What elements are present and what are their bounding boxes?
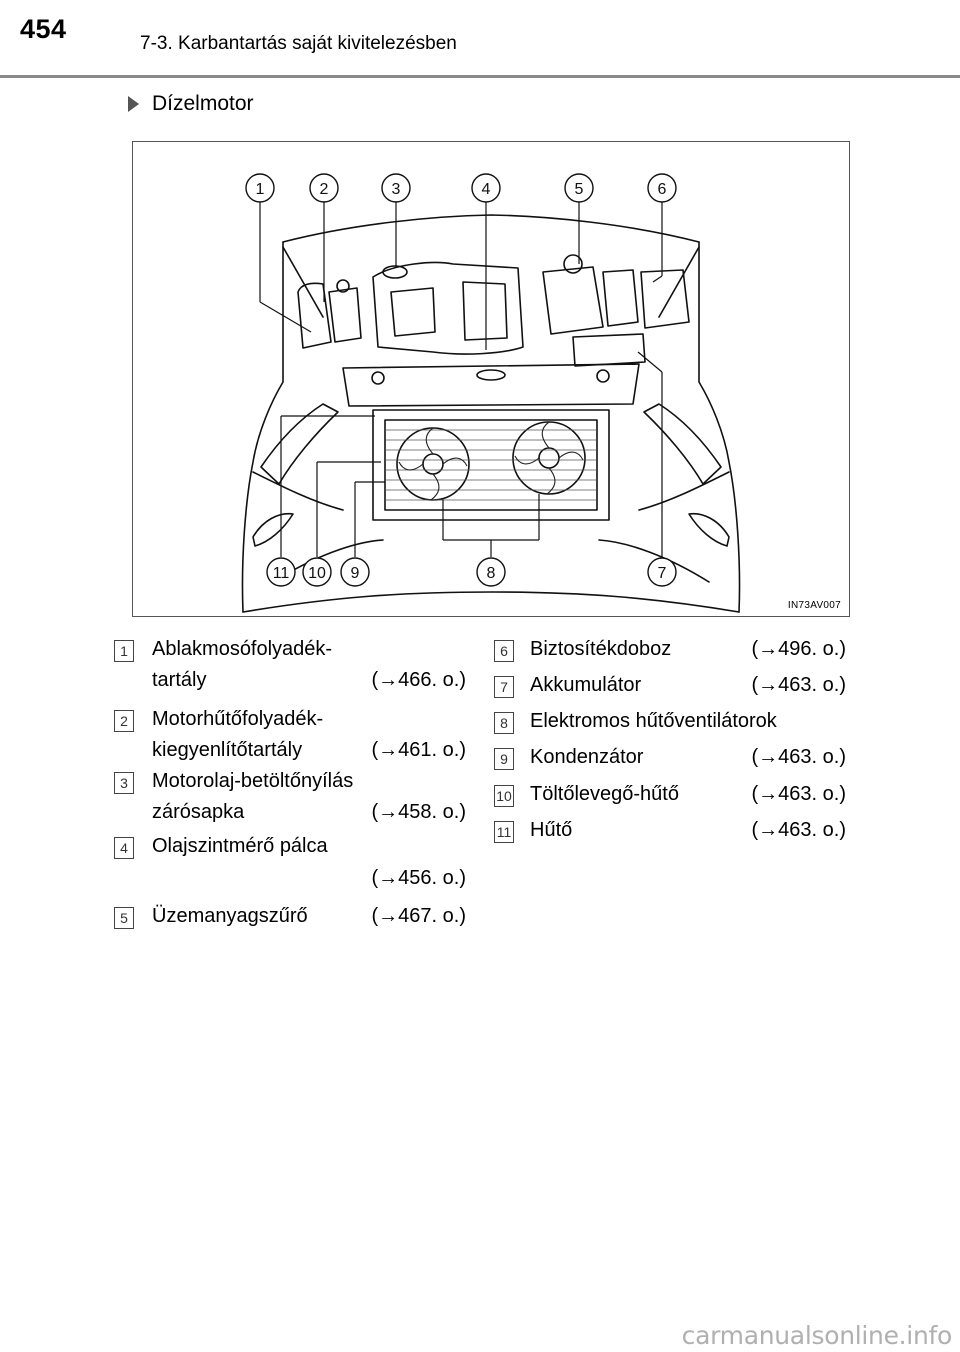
engine-bay-illustration: 1 2 3 4 5 6 7 8 9 10 11 IN73AV007 xyxy=(132,141,850,617)
legend-label-2: Motorhűtőfolyadék- xyxy=(152,708,324,730)
section-title-text: Dízelmotor xyxy=(152,92,254,115)
legend-num-11: 11 xyxy=(494,821,514,843)
callout-7: 7 xyxy=(658,565,667,582)
legend-label-2b: kiegyenlítőtartály xyxy=(152,739,303,761)
legend-num-2: 2 xyxy=(114,710,134,732)
legend-ref-3: (→458. o.) xyxy=(371,801,466,823)
callout-4: 4 xyxy=(482,181,491,198)
legend-num-8: 8 xyxy=(494,712,514,734)
legend-label-11: Hűtő xyxy=(530,819,573,841)
legend-label-3: Motorolaj-betöltőnyílás xyxy=(152,770,354,792)
legend-ref-10: (→463. o.) xyxy=(751,783,846,805)
legend-num-4: 4 xyxy=(114,837,134,859)
figure-code: IN73AV007 xyxy=(787,600,841,611)
legend-label-8: Elektromos hűtőventilátorok xyxy=(530,710,777,732)
legend-label-1: Ablakmosófolyadék- xyxy=(152,638,333,660)
legend-num-3: 3 xyxy=(114,772,134,794)
legend-label-7: Akkumulátor xyxy=(530,674,642,696)
callout-1: 1 xyxy=(256,181,265,198)
engine-bay-drawing: 1 2 3 4 5 6 7 8 9 10 11 xyxy=(241,173,741,613)
legend-ref-4: (→456. o.) xyxy=(371,867,466,889)
callout-9: 9 xyxy=(351,565,360,582)
section-title: Dízelmotor xyxy=(128,92,254,116)
legend-label-9: Kondenzátor xyxy=(530,746,644,768)
legend-label-10: Töltőlevegő-hűtő xyxy=(530,783,679,805)
callout-11: 11 xyxy=(273,565,290,582)
legend-num-1: 1 xyxy=(114,640,134,662)
legend-num-10: 10 xyxy=(494,785,514,807)
legend-ref-2: (→461. o.) xyxy=(371,739,466,761)
legend-ref-9: (→463. o.) xyxy=(751,746,846,768)
legend-label-1b: tartály xyxy=(152,669,207,691)
legend-num-6: 6 xyxy=(494,640,514,662)
callout-8: 8 xyxy=(487,565,496,582)
legend-label-3b: zárósapka xyxy=(152,801,245,823)
page-number: 454 xyxy=(20,14,67,44)
legend-label-6: Biztosítékdoboz xyxy=(530,638,672,660)
watermark: carmanualsonline.info xyxy=(681,1321,953,1350)
running-head: 7-3. Karbantartás saját kivitelezésben xyxy=(140,33,457,54)
legend-ref-6: (→496. o.) xyxy=(751,638,846,660)
legend-num-9: 9 xyxy=(494,748,514,770)
legend-ref-5: (→467. o.) xyxy=(371,905,466,927)
legend-num-7: 7 xyxy=(494,676,514,698)
legend-label-4: Olajszintmérő pálca xyxy=(152,835,328,857)
legend-ref-11: (→463. o.) xyxy=(751,819,846,841)
triangle-bullet-icon xyxy=(128,96,139,112)
legend-ref-7: (→463. o.) xyxy=(751,674,846,696)
callout-6: 6 xyxy=(658,181,667,198)
legend-num-5: 5 xyxy=(114,907,134,929)
callout-10: 10 xyxy=(308,565,326,582)
callout-5: 5 xyxy=(575,181,584,198)
callout-3: 3 xyxy=(392,181,401,198)
legend-label-5: Üzemanyagszűrő xyxy=(152,905,308,927)
callout-2: 2 xyxy=(320,181,329,198)
legend-ref-1: (→466. o.) xyxy=(371,669,466,691)
header-rule xyxy=(0,75,960,78)
